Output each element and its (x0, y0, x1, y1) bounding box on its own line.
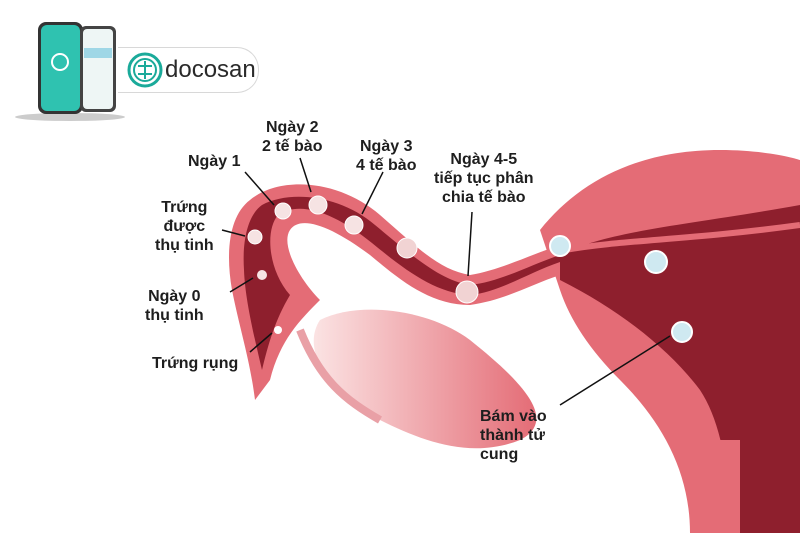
docosan-logo-icon (127, 52, 163, 88)
app-phone-image (15, 22, 125, 121)
embryo-stages (247, 195, 693, 343)
brand-name: docosan (165, 56, 256, 83)
ovary (296, 309, 537, 449)
label-day1: Ngày 1 (188, 153, 241, 170)
pointer-arrows (221, 157, 671, 406)
brand-badge (118, 47, 259, 93)
uterus (540, 150, 800, 533)
label-ovulation: Trứng rụng (152, 355, 239, 372)
